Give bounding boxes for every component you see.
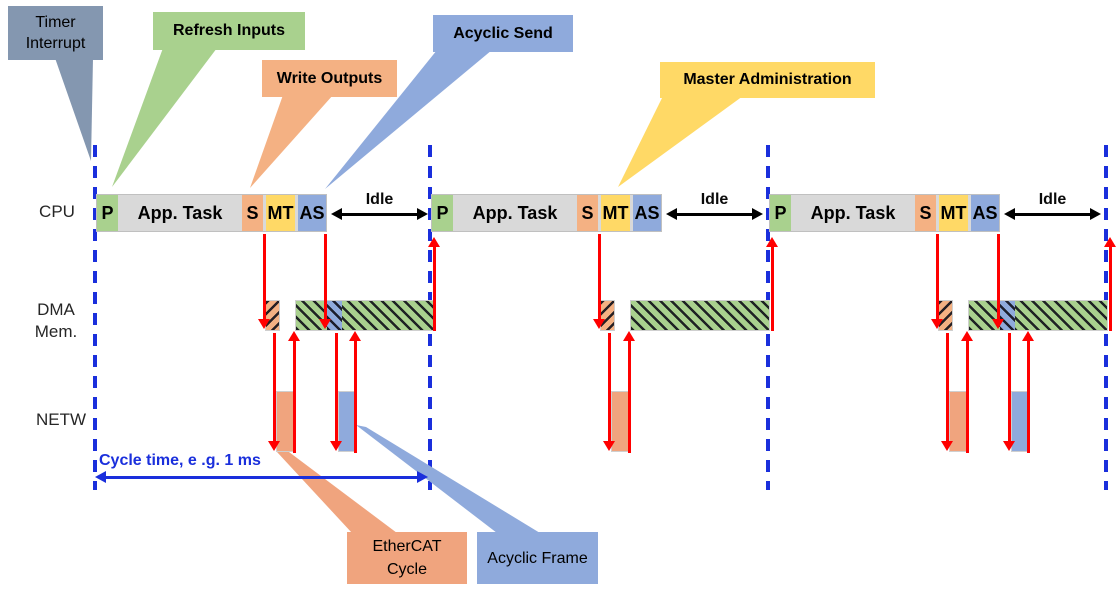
cycle-2-dma-frame-bar [630, 300, 770, 331]
cycle-end-up-arrow-1 [432, 246, 436, 331]
cycle-boundary-line-1 [93, 145, 97, 490]
refresh-inputs-callout-tail [112, 48, 217, 187]
row-label-dma-mem: DMA Mem. [21, 299, 91, 343]
cycle-1-arrow-as-to-dma-head [319, 319, 331, 329]
cycle-1-arrow-dma-to-netw-acyclic-head [330, 441, 342, 451]
timer-interrupt-callout: Timer Interrupt [8, 6, 103, 60]
cycle-3-arrow-netw-to-dma-head [961, 331, 973, 341]
cycle-3-idle-arrow-right-head [1090, 208, 1101, 220]
cycle-3-cpu-block-s: S [915, 195, 936, 231]
cycle-3-arrow-s-to-dma [935, 234, 939, 320]
refresh-inputs-callout: Refresh Inputs [153, 12, 305, 50]
cycle-3-idle-arrow [1013, 212, 1092, 216]
cycle-3-arrow-netw-to-dma-acyclic-head [1022, 331, 1034, 341]
cycle-1-cpu-block-s: S [242, 195, 263, 231]
cycle-2-arrow-s-to-dma-head [593, 319, 605, 329]
cycle-1-arrow-netw-to-dma-acyclic [353, 340, 357, 453]
cycle-2-arrow-s-to-dma [597, 234, 601, 320]
cycle-1-arrow-dma-to-netw-head [268, 441, 280, 451]
timer-interrupt-callout-tail [55, 58, 93, 161]
row-label-cpu: CPU [39, 202, 75, 221]
cycle-1-arrow-netw-to-dma-head [288, 331, 300, 341]
cycle-2-cpu-block-s: S [577, 195, 598, 231]
cycle-3-arrow-as-to-dma-head [992, 319, 1004, 329]
cycle-time-arrow-left-head [95, 471, 106, 483]
cycle-2-cpu-block-p: P [432, 195, 453, 231]
write-outputs-callout-tail [250, 95, 333, 188]
cycle-2-netw-ethercat-frame [611, 391, 631, 452]
cycle-2-idle-label: Idle [700, 191, 729, 208]
cycle-end-up-arrow-1-head [428, 237, 440, 247]
cycle-1-idle-arrow-left-head [331, 208, 342, 220]
cycle-2-arrow-dma-to-netw-head [603, 441, 615, 451]
cycle-2-arrow-dma-to-netw [607, 333, 611, 442]
cycle-1-netw-acyclic-frame [338, 391, 357, 452]
cycle-3-arrow-s-to-dma-head [931, 319, 943, 329]
cycle-1-cpu-block-p: P [97, 195, 118, 231]
cycle-3-arrow-dma-to-netw [945, 333, 949, 442]
cycle-1-idle-arrow-right-head [417, 208, 428, 220]
cycle-2-cpu-block-app-task: App. Task [472, 202, 558, 223]
cycle-2-idle-arrow-right-head [752, 208, 763, 220]
cycle-3-netw-ethercat-frame [949, 391, 969, 452]
cycle-2-cpu-block-as: AS [633, 195, 661, 231]
cycle-3-idle-label: Idle [1038, 191, 1067, 208]
acyclic-frame-callout: Acyclic Frame [477, 532, 598, 584]
cycle-2-idle-arrow-left-head [666, 208, 677, 220]
cycle-3-netw-acyclic-frame [1011, 391, 1030, 452]
cycle-1-arrow-s-to-dma-head [258, 319, 270, 329]
cycle-end-up-arrow-3 [1108, 246, 1112, 331]
cycle-1-idle-label: Idle [365, 191, 394, 208]
cycle-1-arrow-as-to-dma [323, 234, 327, 320]
cycle-1-arrow-s-to-dma [262, 234, 266, 320]
cycle-3-arrow-dma-to-netw-acyclic-head [1003, 441, 1015, 451]
cycle-end-up-arrow-3-head [1104, 237, 1116, 247]
cycle-3-arrow-netw-to-dma [965, 340, 969, 453]
row-label-dma-line1: DMA [37, 300, 75, 319]
write-outputs-callout: Write Outputs [262, 60, 397, 97]
cycle-2-idle-arrow [675, 212, 754, 216]
cycle-end-up-arrow-2-head [766, 237, 778, 247]
row-label-dma-line2: Mem. [34, 322, 78, 341]
ethercat-cycle-callout-tail [277, 452, 397, 533]
cycle-1-cpu-block-mt: MT [266, 195, 295, 231]
cycle-time-arrow-right-head [417, 471, 428, 483]
cycle-3-arrow-as-to-dma [996, 234, 1000, 320]
cycle-3-idle-arrow-left-head [1004, 208, 1015, 220]
cycle-1-idle-arrow [340, 212, 419, 216]
cycle-2-arrow-netw-to-dma-head [623, 331, 635, 341]
cycle-3-arrow-dma-to-netw-acyclic [1007, 333, 1011, 442]
cycle-1-dma-frame-bar [295, 300, 435, 331]
cycle-3-cpu-block-app-task: App. Task [810, 202, 896, 223]
cycle-end-up-arrow-2 [770, 246, 774, 331]
cycle-3-dma-output-block [938, 300, 953, 331]
row-label-netw: NETW [35, 410, 87, 429]
cycle-1-cpu-block-as: AS [298, 195, 326, 231]
cycle-3-cpu-block-p: P [770, 195, 791, 231]
cycle-3-cpu-block-mt: MT [939, 195, 968, 231]
cycle-1-arrow-dma-to-netw-acyclic [334, 333, 338, 442]
cycle-3-arrow-netw-to-dma-acyclic [1026, 340, 1030, 453]
cycle-1-arrow-dma-to-netw [272, 333, 276, 442]
cycle-1-cpu-block-app-task: App. Task [137, 202, 223, 223]
cycle-1-arrow-netw-to-dma [292, 340, 296, 453]
cycle-time-arrow [104, 475, 419, 479]
cycle-3-dma-frame-bar [968, 300, 1108, 331]
master-administration-callout: Master Administration [660, 62, 875, 98]
cycle-time-label: Cycle time, e .g. 1 ms [99, 452, 261, 469]
cycle-2-arrow-netw-to-dma [627, 340, 631, 453]
acyclic-send-callout: Acyclic Send [433, 15, 573, 52]
cycle-1-arrow-netw-to-dma-acyclic-head [349, 331, 361, 341]
ethercat-cycle-callout: EtherCAT Cycle [347, 532, 467, 584]
cycle-3-arrow-dma-to-netw-head [941, 441, 953, 451]
acyclic-frame-callout-tail [356, 425, 540, 533]
cycle-2-cpu-block-mt: MT [601, 195, 630, 231]
master-administration-callout-tail [618, 96, 743, 187]
cycle-3-cpu-block-as: AS [971, 195, 999, 231]
cycle-1-netw-ethercat-frame [276, 391, 296, 452]
